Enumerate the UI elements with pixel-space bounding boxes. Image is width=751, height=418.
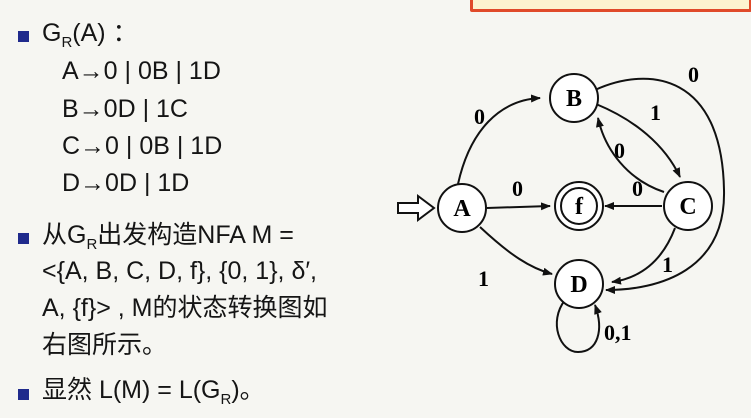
nfa-state-diagram: A B C D f 0 0 1 1 0 0 1 0 0,1 [397, 62, 726, 354]
edge-a-f [486, 202, 551, 211]
edge-c-b [596, 117, 665, 193]
label-b-c: 1 [650, 100, 661, 125]
construction-line1-post: 出发构造NFA M = [97, 221, 294, 249]
highlight-box [470, 0, 751, 12]
svg-text:f: f [575, 194, 584, 220]
grammar-title-tail: (A) ： [72, 19, 138, 47]
edge-a-d [479, 226, 553, 276]
construction-line1-sub: R [86, 236, 98, 253]
edge-b-d [594, 77, 726, 294]
label-b-d: 0 [688, 62, 699, 87]
edge-a-b [457, 94, 541, 185]
state-a: A [437, 183, 487, 233]
start-arrow [397, 194, 436, 222]
construction-line1: 从GR出发构造NFA M = [42, 220, 294, 254]
label-d-loop: 0,1 [604, 320, 632, 345]
svg-text:B: B [566, 86, 582, 112]
conclusion: 显然 L(M) = L(GR)。 [42, 375, 265, 409]
svg-text:C: C [679, 194, 696, 220]
svg-text:A: A [453, 196, 471, 222]
grammar-title-main: G [42, 19, 62, 47]
bullet-grammar [18, 31, 29, 42]
rule-c: C→0 | 0B | 1D [62, 132, 223, 160]
state-d: D [554, 259, 604, 309]
label-c-f: 0 [632, 176, 643, 201]
state-c: C [663, 181, 713, 231]
edge-c-d [611, 227, 676, 285]
grammar-title-sub: R [61, 34, 73, 51]
state-f-final: f [554, 181, 604, 231]
rule-d: D→0D | 1D [62, 169, 190, 197]
label-a-d: 1 [478, 266, 489, 291]
conclusion-pre: 显然 L(M) = L(G [42, 376, 221, 404]
label-c-b: 0 [614, 138, 625, 163]
construction-line2: <{A, B, C, D, f}, {0, 1}, δ′, [42, 257, 317, 285]
label-c-d: 1 [662, 252, 673, 277]
conclusion-sub: R [220, 391, 232, 408]
conclusion-post: )。 [231, 376, 265, 404]
edge-d-loop [555, 299, 602, 354]
state-b: B [549, 73, 599, 123]
edge-b-c [595, 103, 681, 178]
construction-line1-pre: 从G [42, 221, 87, 249]
bullet-conclusion [18, 389, 29, 400]
bullet-construction [18, 233, 29, 244]
rule-a: A→0 | 0B | 1D [62, 57, 221, 85]
svg-text:D: D [570, 272, 587, 298]
construction-line3: A, {f}> , M的状态转换图如 [42, 294, 328, 322]
rule-b: B→0D | 1C [62, 95, 188, 123]
label-a-b: 0 [474, 104, 485, 129]
grammar-title: GR(A) ： [42, 18, 138, 52]
construction-line4: 右图所示。 [42, 331, 168, 359]
label-a-f: 0 [512, 176, 523, 201]
